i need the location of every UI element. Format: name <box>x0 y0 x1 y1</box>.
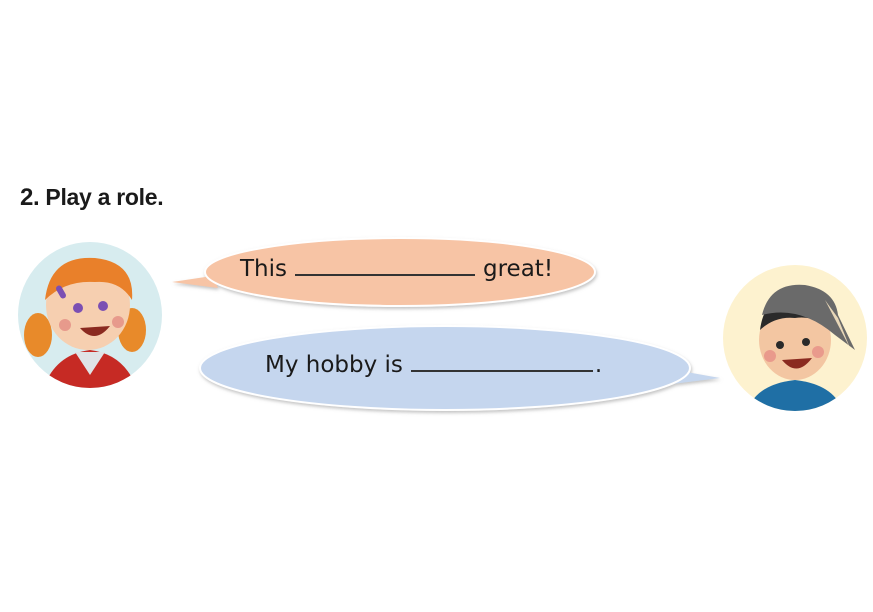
boy-sentence-end: . <box>594 352 603 378</box>
girl-answer-blank[interactable] <box>295 272 475 276</box>
girl-sentence-start: This <box>240 256 287 282</box>
girl-sentence: This great! <box>240 256 553 282</box>
boy-speech-bubble <box>199 325 720 411</box>
girl-speech-bubble <box>172 237 596 307</box>
boy-sentence: My hobby is. <box>265 352 602 378</box>
exercise-instruction: Play a role. <box>45 184 164 210</box>
boy-sentence-start: My hobby is <box>265 352 403 378</box>
girl-avatar <box>18 242 162 388</box>
exercise-number: 2. <box>20 184 40 211</box>
exercise-title: 2.Play a role. <box>20 184 164 212</box>
girl-sentence-end: great! <box>483 256 554 282</box>
boy-avatar <box>723 265 867 411</box>
boy-answer-blank[interactable] <box>410 368 593 372</box>
